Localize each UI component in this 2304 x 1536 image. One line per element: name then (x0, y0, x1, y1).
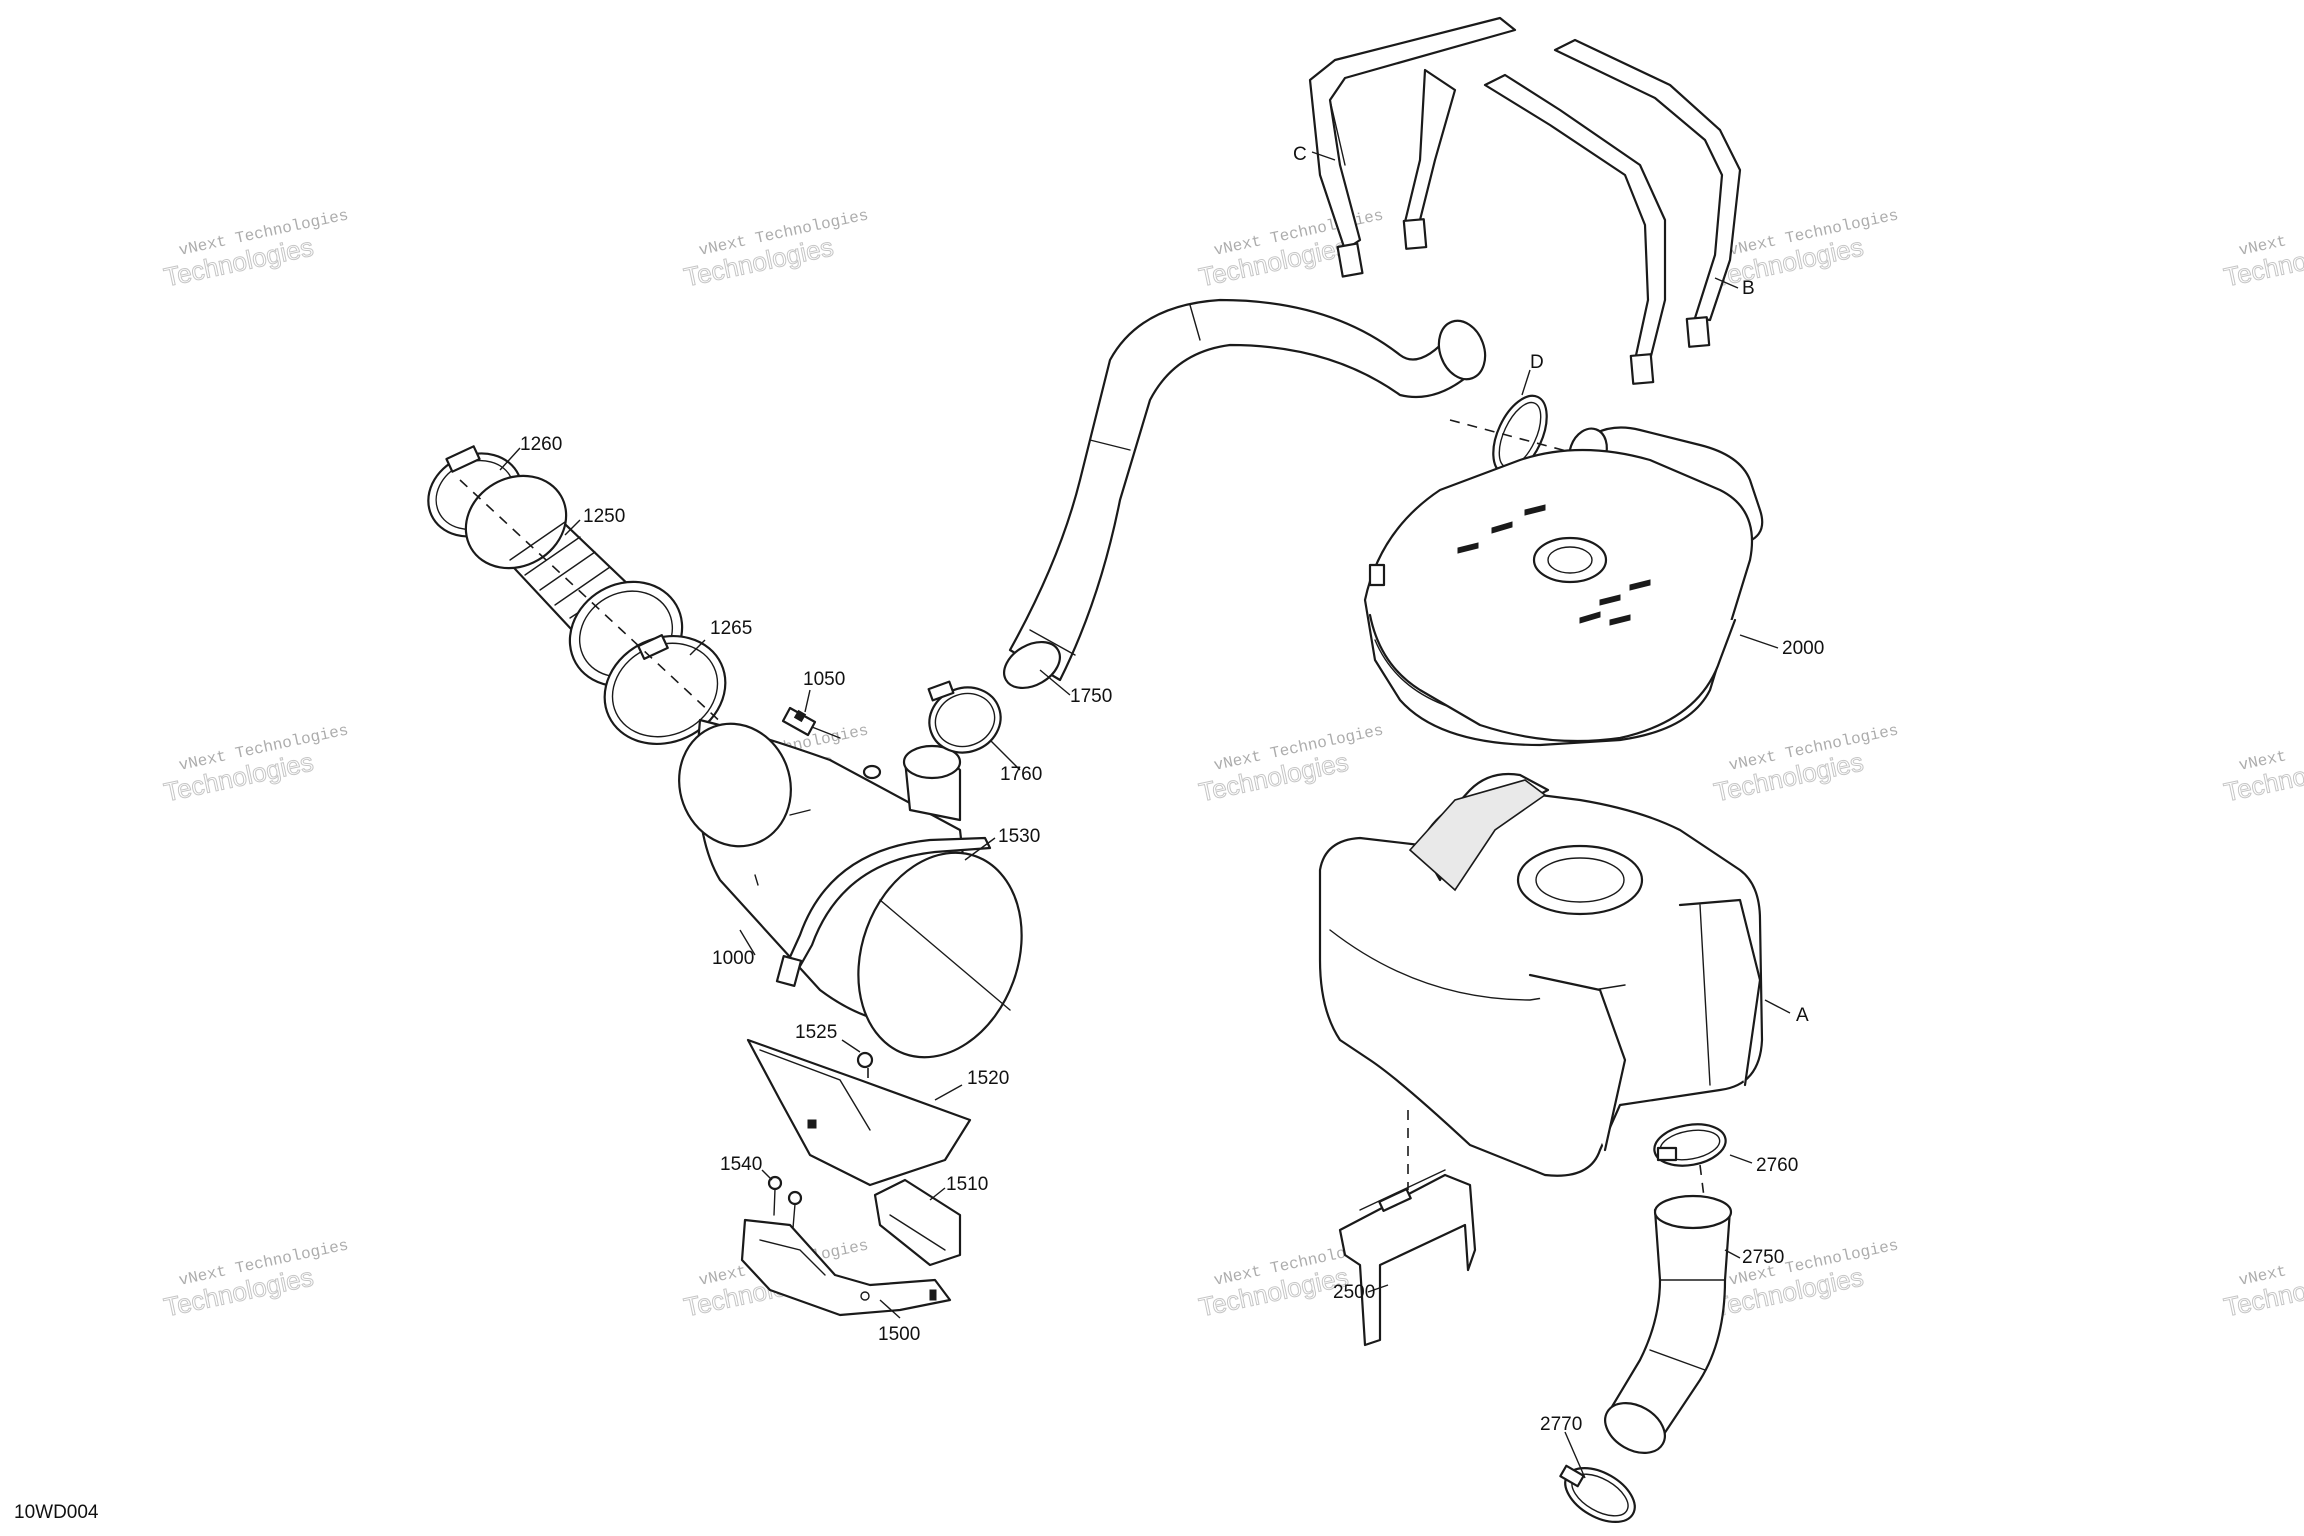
callout-1050: 1050 (803, 669, 845, 690)
watermark-layer: vNext Technologies Technologies vNext Te… (161, 206, 2304, 1323)
callout-D: D (1530, 352, 1544, 373)
callout-2000: 2000 (1782, 638, 1824, 659)
bracket-2500[interactable] (1338, 1169, 1477, 1347)
callout-1250: 1250 (583, 506, 625, 527)
callout-2770: 2770 (1540, 1414, 1582, 1435)
assembly-axis-line (459, 479, 741, 741)
clamp-1760[interactable] (920, 678, 1010, 763)
callout-C: C (1293, 144, 1307, 165)
bracket-1500[interactable] (740, 1218, 952, 1317)
callout-1520: 1520 (967, 1068, 1009, 1089)
callout-1760: 1760 (1000, 764, 1042, 785)
clamp-2760[interactable] (1651, 1119, 1729, 1171)
airbox-housing-A[interactable] (1318, 772, 1764, 1177)
callout-1525: 1525 (795, 1022, 837, 1043)
filter-housing-2000[interactable] (1363, 423, 1764, 747)
clamp-1265[interactable] (587, 617, 743, 764)
callout-1265: 1265 (710, 618, 752, 639)
heat-shield-1520[interactable] (746, 1038, 972, 1187)
callout-2750: 2750 (1742, 1247, 1784, 1268)
callout-1530: 1530 (998, 826, 1040, 847)
intake-pipe-1750[interactable] (996, 298, 1493, 697)
callout-1000: 1000 (712, 948, 754, 969)
callout-1500: 1500 (878, 1324, 920, 1345)
leader-lines (499, 151, 1791, 1479)
callout-1540: 1540 (720, 1154, 762, 1175)
callout-1510: 1510 (946, 1174, 988, 1195)
callout-1750: 1750 (1070, 686, 1112, 707)
callout-1260: 1260 (520, 434, 562, 455)
strap-1530[interactable] (775, 836, 992, 987)
callout-labels: 1260 1250 1265 1050 1530 1000 1750 1760 … (520, 144, 1824, 1435)
screws-1540[interactable] (767, 1175, 803, 1229)
sensor-1050[interactable] (781, 706, 882, 780)
airbox-end-cap[interactable] (831, 830, 1049, 1081)
duct-2750[interactable] (1596, 1194, 1733, 1463)
callout-2760: 2760 (1756, 1155, 1798, 1176)
callout-2500: 2500 (1333, 1282, 1375, 1303)
cover-1510[interactable] (873, 1178, 962, 1267)
assembly-axis-line (1699, 1164, 1706, 1206)
strap-B[interactable] (1483, 38, 1742, 385)
clamp-2770[interactable] (1556, 1457, 1644, 1533)
callout-A: A (1796, 1005, 1809, 1026)
diagram-id: 10WD004 (14, 1502, 99, 1523)
strap-C[interactable] (1308, 16, 1517, 278)
callout-B: B (1742, 278, 1755, 299)
